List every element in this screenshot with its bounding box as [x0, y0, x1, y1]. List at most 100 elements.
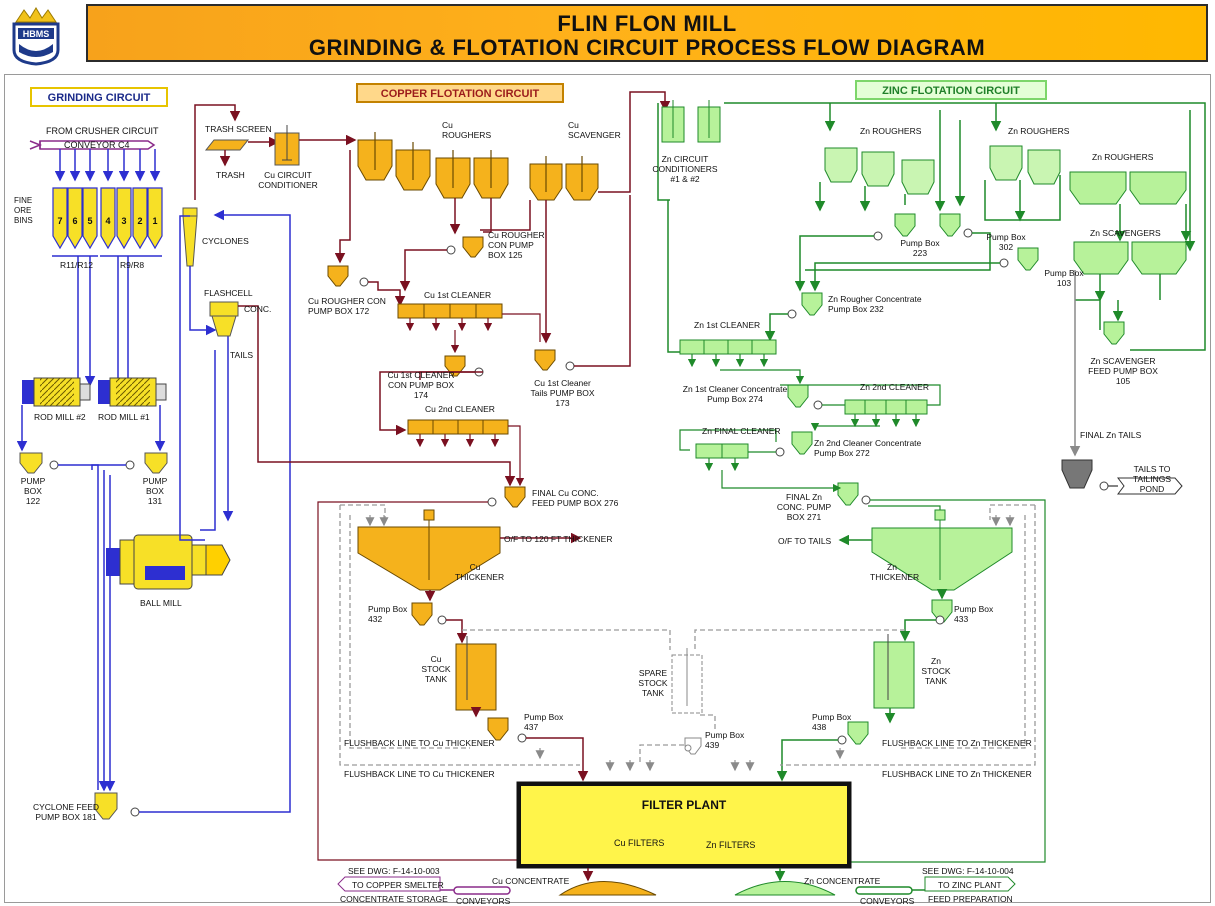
- bin-5: 5: [87, 216, 93, 226]
- fine-ore-bins-label: FINE ORE BINS: [14, 196, 33, 225]
- cu-thickener: [357, 509, 501, 591]
- zn-filters-label: Zn FILTERS: [706, 840, 756, 850]
- cu-storage-label: CONCENTRATE STORAGE: [340, 894, 448, 904]
- zn-rougher-conc-label: Zn Rougher Concentrate Pump Box 232: [828, 294, 922, 314]
- cu-pump-432-label: Pump Box 432: [368, 604, 408, 624]
- cu-scavenger-label: Cu SCAVENGER: [568, 120, 621, 140]
- trash-screen: [204, 139, 250, 151]
- title-banner: FLIN FLON MILL GRINDING & FLOTATION CIRC…: [86, 4, 1208, 62]
- tails-pond-label: TAILS TO TAILINGS POND: [1132, 464, 1172, 494]
- zn-scavengers-label: Zn SCAVENGERS: [1090, 228, 1161, 238]
- copper-circuit-label: COPPER FLOTATION CIRCUIT: [356, 83, 564, 103]
- zn-pump-438-label: Pump Box 438: [812, 712, 852, 732]
- flashcell-label: FLASHCELL: [204, 288, 253, 298]
- zn-conveyor: [855, 886, 913, 895]
- final-zn-tails-label: FINAL Zn TAILS: [1080, 430, 1142, 440]
- to-zinc-plant-label: TO ZINC PLANT: [938, 880, 1002, 890]
- cu-thickener-label: Cu THICKENER: [455, 562, 505, 582]
- zn-stock-tank-label: Zn STOCK TANK: [921, 656, 951, 686]
- zn-roughers-a: [824, 147, 935, 195]
- cu-pump-boxes: [327, 236, 556, 741]
- cyclones-label: CYCLONES: [202, 236, 249, 246]
- pump-box-122: [19, 452, 59, 474]
- zn-pump-boxes: [787, 213, 1125, 745]
- zn-conveyors-label: CONVEYORS: [860, 896, 915, 906]
- zn-concentrate-pile: [734, 881, 836, 896]
- pump-439-label: Pump Box 439: [705, 730, 745, 750]
- zn-1st-cleaner-conc-label: Zn 1st Cleaner Concentrate Pump Box 274: [682, 384, 788, 404]
- cu-final-conc-label: FINAL Cu CONC. FEED PUMP BOX 276: [532, 488, 619, 508]
- ball-mill-label: BALL MILL: [140, 598, 182, 608]
- flash-tails-label: TAILS: [230, 350, 253, 360]
- copper-circuit: [204, 91, 671, 861]
- diagram-header: HBMS FLIN FLON MILL GRINDING & FLOTATION…: [0, 0, 1215, 70]
- to-copper-smelter-label: TO COPPER SMELTER: [352, 880, 444, 890]
- zn-feed-prep-label: FEED PREPARATION: [928, 894, 1013, 904]
- diagram-title: FLIN FLON MILL: [557, 11, 737, 36]
- cu-flushback-1-label: FLUSHBACK LINE TO Cu THICKENER: [344, 738, 495, 748]
- cyclones: [182, 207, 198, 267]
- zn-conditioners: [661, 106, 721, 143]
- cu-stock-tank-label: Cu STOCK TANK: [421, 654, 451, 684]
- flushback-lines: [339, 504, 1036, 766]
- cu-roughers: [357, 139, 599, 201]
- rod-mill-2-label: ROD MILL #2: [34, 412, 86, 422]
- cu-concentrate-pile: [558, 881, 657, 896]
- cu-concentrate-label: Cu CONCENTRATE: [492, 876, 570, 886]
- diagram-frame: [4, 74, 1211, 903]
- zn-1st-cleaner-label: Zn 1st CLEANER: [694, 320, 761, 330]
- trash-label: TRASH: [216, 170, 245, 180]
- zn-flushback-1-label: FLUSHBACK LINE TO Zn THICKENER: [882, 738, 1032, 748]
- spare-stock-tank-label: SPARE STOCK TANK: [638, 668, 668, 698]
- bin-3: 3: [121, 216, 127, 226]
- cu-2nd-cleaner-label: Cu 2nd CLEANER: [425, 404, 495, 414]
- cu-overflow-label: O/F TO 120 FT THICKENER: [504, 534, 613, 544]
- zn-overflow-label: O/F TO TAILS: [778, 536, 832, 546]
- cu-conveyor: [453, 886, 511, 895]
- zn-2nd-cleaner-conc-label: Zn 2nd Cleaner Concentrate Pump Box 272: [814, 438, 922, 458]
- tails-pond-arrow: [1117, 477, 1183, 495]
- bin-2: 2: [137, 216, 143, 226]
- zn-flushback-2-label: FLUSHBACK LINE TO Zn THICKENER: [882, 769, 1032, 779]
- diagram-subtitle: GRINDING & FLOTATION CIRCUIT PROCESS FLO…: [308, 35, 986, 60]
- cyclone-feed-label: CYCLONE FEED PUMP BOX 181: [32, 802, 100, 822]
- zn-final-cleaner-label: Zn FINAL CLEANER: [702, 426, 781, 436]
- rod-mill-2: [22, 377, 91, 407]
- pump-box-131: [125, 452, 168, 474]
- zn-scavengers: [1073, 241, 1187, 275]
- feeders-left-label: R11/R12: [60, 260, 93, 270]
- zn-roughers-c: [1069, 171, 1187, 205]
- zn-pump-223-label: Pump Box 223: [900, 238, 940, 258]
- cu-pump-437-label: Pump Box 437: [524, 712, 564, 732]
- cu-stock-tank: [455, 636, 497, 711]
- zn-thickener: [871, 509, 1013, 591]
- cu-dwg-label: SEE DWG: F-14-10-003: [348, 866, 440, 876]
- flash-conc-label: CONC.: [244, 304, 272, 314]
- cu-filters-label: Cu FILTERS: [614, 838, 665, 848]
- fine-ore-bins: [52, 187, 163, 250]
- cu-roughers-label: Cu ROUGHERS: [442, 120, 492, 140]
- zinc-circuit-label: ZINC FLOTATION CIRCUIT: [855, 80, 1047, 100]
- bin-1: 1: [152, 216, 158, 226]
- zinc-circuit: [657, 100, 1206, 863]
- to-copper-smelter-arrow: [337, 876, 441, 892]
- cu-1st-cleaner-label: Cu 1st CLEANER: [424, 290, 492, 300]
- zn-roughers-b: [989, 145, 1061, 185]
- filter-plant-title: FILTER PLANT: [641, 798, 727, 812]
- cu-flushback-2-label: FLUSHBACK LINE TO Cu THICKENER: [344, 769, 495, 779]
- pump-box-131-label: PUMP BOX 131: [142, 476, 168, 506]
- trash-screen-label: TRASH SCREEN: [205, 124, 272, 134]
- cu-1st-cleaner-tails-label: Cu 1st Cleaner Tails PUMP BOX 173: [530, 378, 595, 408]
- zn-scav-feed-label: Zn SCAVENGER FEED PUMP BOX 105: [1088, 356, 1158, 386]
- feeders-right-label: R9/R8: [120, 260, 145, 270]
- ball-mill: [106, 534, 231, 590]
- bin-4: 4: [105, 216, 111, 226]
- cu-conditioner: [274, 125, 300, 166]
- cu-1st-cleaner-con-label: Cu 1st CLEANER CON PUMP BOX 174: [387, 370, 455, 400]
- zn-stock-tank: [873, 634, 915, 709]
- zn-thickener-label: Zn THICKENER: [870, 562, 920, 582]
- from-crusher-label: FROM CRUSHER CIRCUIT: [46, 126, 159, 136]
- zn-dwg-label: SEE DWG: F-14-10-004: [922, 866, 1014, 876]
- final-tails-box: [1061, 459, 1093, 489]
- spare-stock-tank: [671, 648, 703, 755]
